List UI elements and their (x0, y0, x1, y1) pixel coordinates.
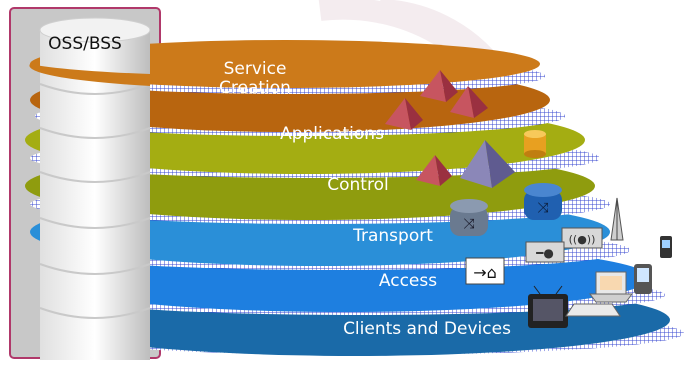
pyramid-icon (460, 140, 515, 188)
pyramid-icon (416, 155, 452, 186)
clients-and-devices-label: Clients and Devices (343, 319, 511, 339)
switch-icon: ((●)) (561, 227, 603, 249)
antenna-icon (610, 197, 624, 241)
svg-text:((●)): ((●)) (569, 233, 596, 246)
layer-top-disc (30, 40, 545, 94)
pyramid-icon (450, 86, 488, 118)
service-creation-line-2: Creation (219, 78, 291, 98)
phone-icon (660, 236, 672, 258)
disc-left-edges (29, 64, 150, 86)
control-label: Control (327, 175, 389, 195)
router-icon: ⤨ (524, 183, 562, 220)
home-gateway-icon: →⌂ (465, 257, 505, 285)
svg-text:⤨: ⤨ (537, 200, 549, 216)
pda-icon (634, 264, 652, 294)
tv-icon (528, 285, 568, 328)
switch-icon: ━● (525, 241, 565, 263)
cylinder-icon (524, 130, 546, 158)
service-creation-label: Service Creation (205, 60, 305, 98)
router-icon: ⤨ (450, 199, 488, 236)
laptop-icon (589, 271, 633, 303)
svg-text:━●: ━● (535, 246, 554, 260)
keyboard-icon (565, 303, 621, 317)
oss-bss-cylinder (39, 17, 151, 360)
access-label: Access (378, 271, 438, 291)
svg-text:⤨: ⤨ (463, 216, 475, 232)
svg-text:→⌂: →⌂ (473, 263, 497, 282)
pyramid-icon (420, 70, 458, 102)
oss-bss-label: OSS/BSS (48, 34, 122, 54)
pyramid-icon (385, 98, 423, 130)
transport-label: Transport (353, 226, 433, 246)
applications-label: Applications (280, 124, 384, 144)
service-creation-line-1: Service (223, 59, 287, 79)
